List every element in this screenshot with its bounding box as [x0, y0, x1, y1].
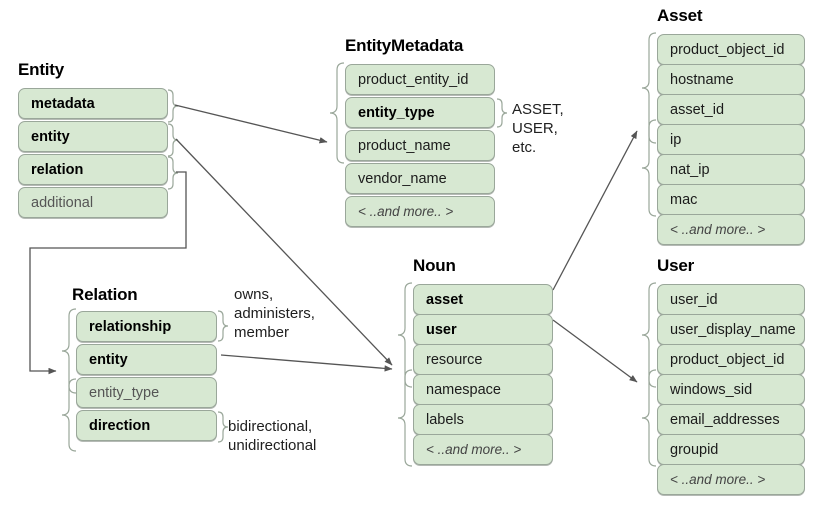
field-noun-asset[interactable]: asset [413, 284, 553, 315]
relation-left-bracket [61, 308, 77, 452]
field-em-product-name[interactable]: product_name [345, 130, 495, 161]
user-left-bracket [641, 282, 657, 467]
field-asset-mac[interactable]: mac [657, 184, 805, 215]
relation-field-brackets [217, 310, 229, 443]
group-title-asset: Asset [657, 6, 703, 25]
field-user-product-object-id[interactable]: product_object_id [657, 344, 805, 375]
field-em-entity-type[interactable]: entity_type [345, 97, 495, 128]
group-title-user: User [657, 256, 695, 275]
field-asset-product-object-id[interactable]: product_object_id [657, 34, 805, 65]
field-entity-entity[interactable]: entity [18, 121, 168, 152]
field-em-product-entity-id[interactable]: product_entity_id [345, 64, 495, 95]
link-relationentity-to-noun [220, 354, 393, 372]
annotation-relationship-values: owns, administers, member [234, 286, 315, 341]
field-user-groupid[interactable]: groupid [657, 434, 805, 465]
field-user-windows-sid[interactable]: windows_sid [657, 374, 805, 405]
field-user-and-more[interactable]: < ..and more.. > [657, 464, 805, 495]
field-user-user-id[interactable]: user_id [657, 284, 805, 315]
field-noun-and-more[interactable]: < ..and more.. > [413, 434, 553, 465]
noun-left-bracket [397, 282, 413, 467]
field-entity-relation[interactable]: relation [18, 154, 168, 185]
field-noun-resource[interactable]: resource [413, 344, 553, 375]
field-user-user-display-name[interactable]: user_display_name [657, 314, 805, 345]
field-asset-nat-ip[interactable]: nat_ip [657, 154, 805, 185]
field-em-vendor-name[interactable]: vendor_name [345, 163, 495, 194]
field-asset-and-more[interactable]: < ..and more.. > [657, 214, 805, 245]
field-asset-asset-id[interactable]: asset_id [657, 94, 805, 125]
link-metadata-to-entitymetadata [174, 104, 328, 144]
field-noun-namespace[interactable]: namespace [413, 374, 553, 405]
field-entity-additional[interactable]: additional [18, 187, 168, 218]
field-entity-metadata[interactable]: metadata [18, 88, 168, 119]
annotation-entity-type-values: ASSET, USER, etc. [512, 101, 564, 156]
group-title-noun: Noun [413, 256, 456, 275]
field-asset-hostname[interactable]: hostname [657, 64, 805, 95]
link-asset-to-asset [552, 130, 638, 291]
asset-left-bracket [641, 32, 657, 217]
field-user-email-addresses[interactable]: email_addresses [657, 404, 805, 435]
field-relation-entity[interactable]: entity [76, 344, 217, 375]
field-asset-ip[interactable]: ip [657, 124, 805, 155]
group-title-entity: Entity [18, 60, 65, 79]
field-relation-relationship[interactable]: relationship [76, 311, 217, 342]
entity-type-bracket [496, 98, 508, 128]
link-user-to-user [552, 319, 638, 383]
entity-metadata-left-bracket [329, 62, 345, 164]
field-em-and-more[interactable]: < ..and more.. > [345, 196, 495, 227]
group-title-relation: Relation [72, 285, 138, 304]
group-title-entity-metadata: EntityMetadata [345, 36, 464, 55]
annotation-direction-values: bidirectional, unidirectional [228, 418, 317, 454]
field-relation-direction[interactable]: direction [76, 410, 217, 441]
field-noun-labels[interactable]: labels [413, 404, 553, 435]
field-noun-user[interactable]: user [413, 314, 553, 345]
entity-field-brackets [167, 89, 179, 190]
field-relation-entity-type[interactable]: entity_type [76, 377, 217, 408]
